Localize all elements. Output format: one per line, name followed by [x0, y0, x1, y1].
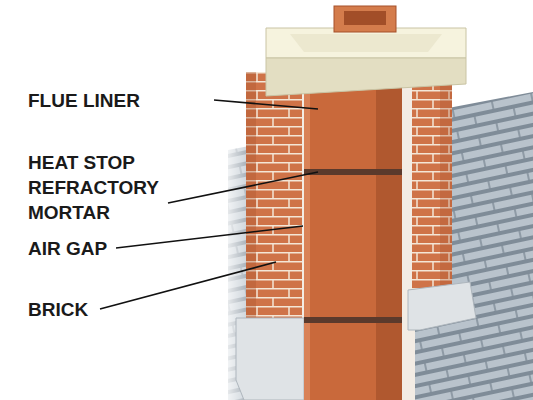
part-label: AIR GAP	[28, 236, 178, 261]
flue-liner-shade	[376, 58, 402, 400]
flue-liner	[304, 58, 402, 400]
flue-liner-highlight	[304, 58, 310, 400]
flashing	[408, 282, 476, 330]
crown-slope	[290, 34, 442, 52]
leader-line	[100, 262, 276, 309]
flue-top	[334, 6, 396, 32]
brick-wall	[246, 72, 302, 330]
mortar-joint	[304, 317, 402, 323]
leader-line	[168, 172, 318, 203]
chimney-crown-face	[266, 58, 466, 96]
leader-line	[116, 226, 303, 248]
brick-wall	[412, 82, 452, 297]
brick-shade	[440, 82, 452, 297]
brick-shade	[246, 72, 256, 330]
flashing	[236, 318, 304, 400]
leader-line	[214, 100, 318, 109]
part-label: HEAT STOP REFRACTORY MORTAR	[28, 150, 163, 225]
mortar-joint	[304, 169, 402, 175]
part-label: BRICK	[28, 297, 178, 322]
part-label: FLUE LINER	[28, 88, 218, 113]
flue-opening	[344, 11, 386, 25]
